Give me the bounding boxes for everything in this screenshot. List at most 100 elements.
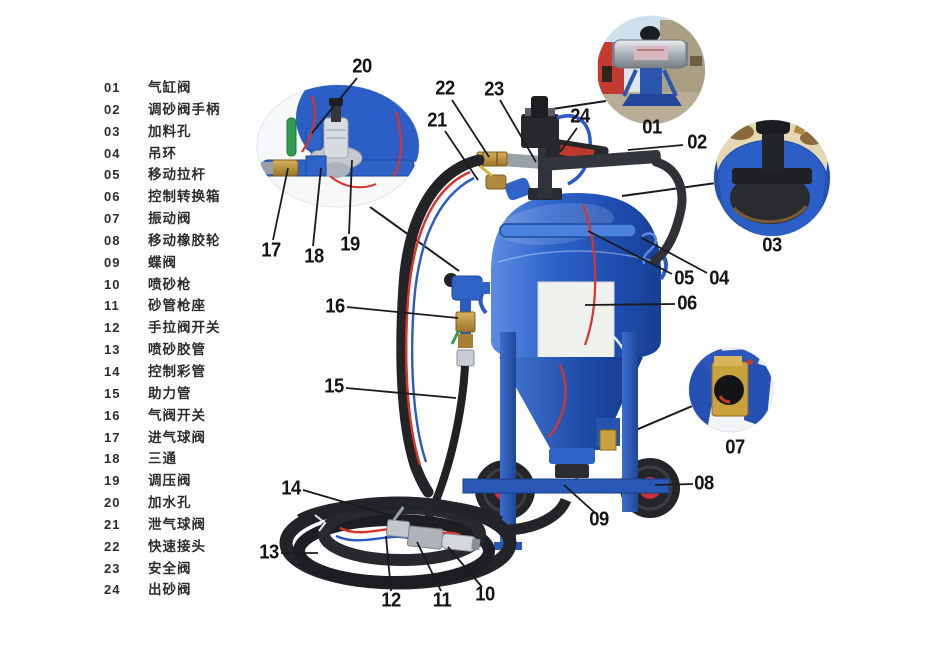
dome-elbow xyxy=(505,177,531,201)
leader-22 xyxy=(451,99,490,158)
leader-20 xyxy=(311,77,358,134)
tee-fitting xyxy=(305,155,327,177)
part-number: 20 xyxy=(104,495,121,511)
parts-list-row: 05 移动拉杆 xyxy=(104,164,221,186)
part-name: 控制彩管 xyxy=(148,363,206,379)
leader-04 xyxy=(641,237,708,274)
part-name: 三通 xyxy=(148,451,177,467)
part-name: 进气球阀 xyxy=(148,429,206,445)
parts-list-row: 04 吊环 xyxy=(104,143,221,165)
red-control-tube-cone xyxy=(548,364,567,438)
pull-handle-bar xyxy=(499,223,637,238)
part-number: 23 xyxy=(104,560,121,576)
part-name: 加料孔 xyxy=(148,123,192,139)
part-number: 17 xyxy=(104,429,121,445)
sand-valve-handle xyxy=(650,157,687,265)
part-name: 手拉阀开关 xyxy=(148,320,221,336)
parts-list-row: 09 蝶阀 xyxy=(104,252,221,274)
parts-list-row: 17 进气球阀 xyxy=(104,427,221,449)
safety-valve xyxy=(531,96,548,118)
part-name: 振动阀 xyxy=(148,211,192,227)
part-number: 10 xyxy=(104,276,121,292)
blast-hose xyxy=(396,154,485,498)
leader-19 xyxy=(348,159,353,235)
part-name: 吊环 xyxy=(148,145,177,161)
part-number: 04 xyxy=(104,145,121,161)
part-number: 22 xyxy=(104,538,121,554)
parts-list-row: 19 调压阀 xyxy=(104,470,221,492)
part-number: 12 xyxy=(104,320,121,336)
sand-valve-lever-bar xyxy=(542,150,661,171)
connector-inset-03 xyxy=(621,182,717,197)
part-number: 03 xyxy=(104,123,121,139)
part-number: 09 xyxy=(104,254,121,270)
part-name: 砂管枪座 xyxy=(148,298,206,314)
part-name: 气阀开关 xyxy=(148,407,206,423)
gun-nozzle xyxy=(471,538,481,551)
parts-list-row: 01 气缸阀 xyxy=(104,77,221,99)
leader-lines xyxy=(272,77,708,592)
part-name: 移动橡胶轮 xyxy=(148,232,221,248)
leader-05 xyxy=(587,230,673,275)
pressure-tank xyxy=(478,193,668,488)
part-number: 16 xyxy=(104,407,121,423)
parts-list-row: 12 手拉阀开关 xyxy=(104,317,221,339)
air-valve-switch xyxy=(455,311,476,333)
part-name: 控制转换箱 xyxy=(148,189,221,205)
leader-16 xyxy=(346,306,459,319)
parts-list-row: 16 气阀开关 xyxy=(104,405,221,427)
part-name: 移动拉杆 xyxy=(148,167,206,183)
leader-11 xyxy=(416,541,442,592)
clamp-bar xyxy=(732,168,812,184)
part-name: 快速接头 xyxy=(148,538,206,554)
cap-knob xyxy=(756,120,790,134)
pull-lever xyxy=(392,506,405,521)
part-name: 助力管 xyxy=(148,385,192,401)
parts-list-row: 15 助力管 xyxy=(104,383,221,405)
hose-coupling xyxy=(456,349,475,367)
inset-vibration-valve-photo xyxy=(688,347,774,433)
green-valve-handle xyxy=(286,117,297,157)
leader-18 xyxy=(312,167,322,247)
part-number: 01 xyxy=(104,80,121,95)
part-number: 13 xyxy=(104,342,121,358)
top-valve-assembly xyxy=(476,96,687,265)
parts-list-row: 22 快速接头 xyxy=(104,536,221,558)
part-name: 气缸阀 xyxy=(148,80,192,95)
part-number: 18 xyxy=(104,451,121,467)
blast-gun-assembly xyxy=(385,506,481,552)
air-release-ball-valve xyxy=(485,174,507,190)
lifting-hook xyxy=(641,232,658,265)
leader-02 xyxy=(627,144,684,151)
part-number: 05 xyxy=(104,167,121,183)
leader-10 xyxy=(447,546,483,588)
leader-08 xyxy=(654,483,694,486)
gun-holder xyxy=(406,525,444,550)
part-number: 24 xyxy=(104,582,121,598)
part-number: 15 xyxy=(104,385,121,401)
part-number: 06 xyxy=(104,189,121,205)
coil-tube-white xyxy=(314,514,327,532)
pipe-tee xyxy=(451,275,483,301)
part-number: 07 xyxy=(104,211,121,227)
vibration-valve xyxy=(599,429,617,451)
part-name: 蝶阀 xyxy=(148,254,177,270)
inset-fill-hole-photo xyxy=(713,119,831,237)
part-number: 19 xyxy=(104,473,121,489)
part-name: 调压阀 xyxy=(148,473,192,489)
blast-hose-run xyxy=(396,154,485,498)
part-name: 调砂阀手柄 xyxy=(148,101,221,117)
leader-17 xyxy=(272,167,289,241)
frame-leg-left xyxy=(500,332,516,544)
control-tube-blue xyxy=(410,176,475,463)
control-tube-red xyxy=(404,170,471,466)
